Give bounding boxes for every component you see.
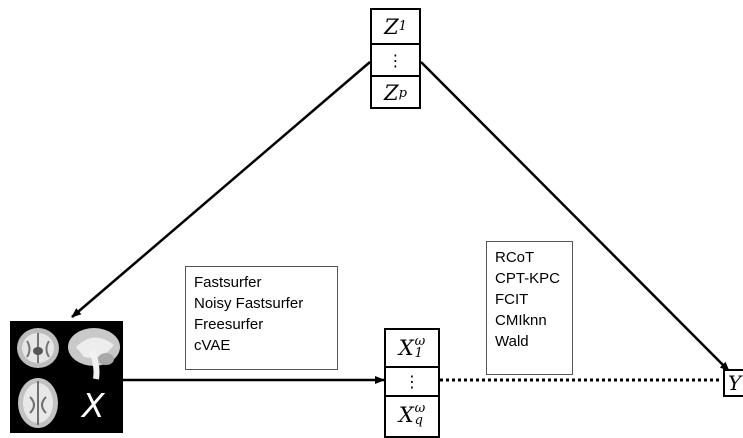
brain-mri-image xyxy=(10,321,123,433)
ci-tests-box: RCoT CPT-KPC FCIT CMIknn Wald xyxy=(486,241,573,375)
brain-slices-icon xyxy=(10,321,123,433)
method-item: Fastsurfer xyxy=(194,272,329,293)
x1-symbol: X xyxy=(399,336,414,360)
z-vertical-ellipsis: ⋮ xyxy=(388,51,404,70)
z-ellipsis-cell: ⋮ xyxy=(372,45,419,75)
method-item: Noisy Fastsurfer xyxy=(194,293,329,314)
y-symbol: Y xyxy=(728,371,741,395)
z1-subscript: 1 xyxy=(399,19,407,34)
test-item: CMIknn xyxy=(495,310,564,331)
x-ellipsis-cell: ⋮ xyxy=(386,368,438,395)
test-item: RCoT xyxy=(495,247,564,268)
test-item: FCIT xyxy=(495,289,564,310)
xq-symbol: X xyxy=(399,403,414,427)
feature-methods-box: Fastsurfer Noisy Fastsurfer Freesurfer c… xyxy=(185,266,338,370)
image-x-label: X xyxy=(82,386,105,425)
method-item: Freesurfer xyxy=(194,314,329,335)
x1-subscript: 1 xyxy=(415,348,426,360)
zp-subscript: p xyxy=(399,86,407,101)
test-item: CPT-KPC xyxy=(495,268,564,289)
zp-symbol: Z xyxy=(384,81,399,105)
edge-z-to-y xyxy=(421,62,729,371)
test-item: Wald xyxy=(495,331,564,352)
z1-symbol: Z xyxy=(384,15,399,39)
x-vertical-ellipsis: ⋮ xyxy=(404,372,420,391)
y-outcome-node: Y xyxy=(723,369,743,397)
method-item: cVAE xyxy=(194,335,329,356)
xq-subscript: q xyxy=(415,415,426,427)
